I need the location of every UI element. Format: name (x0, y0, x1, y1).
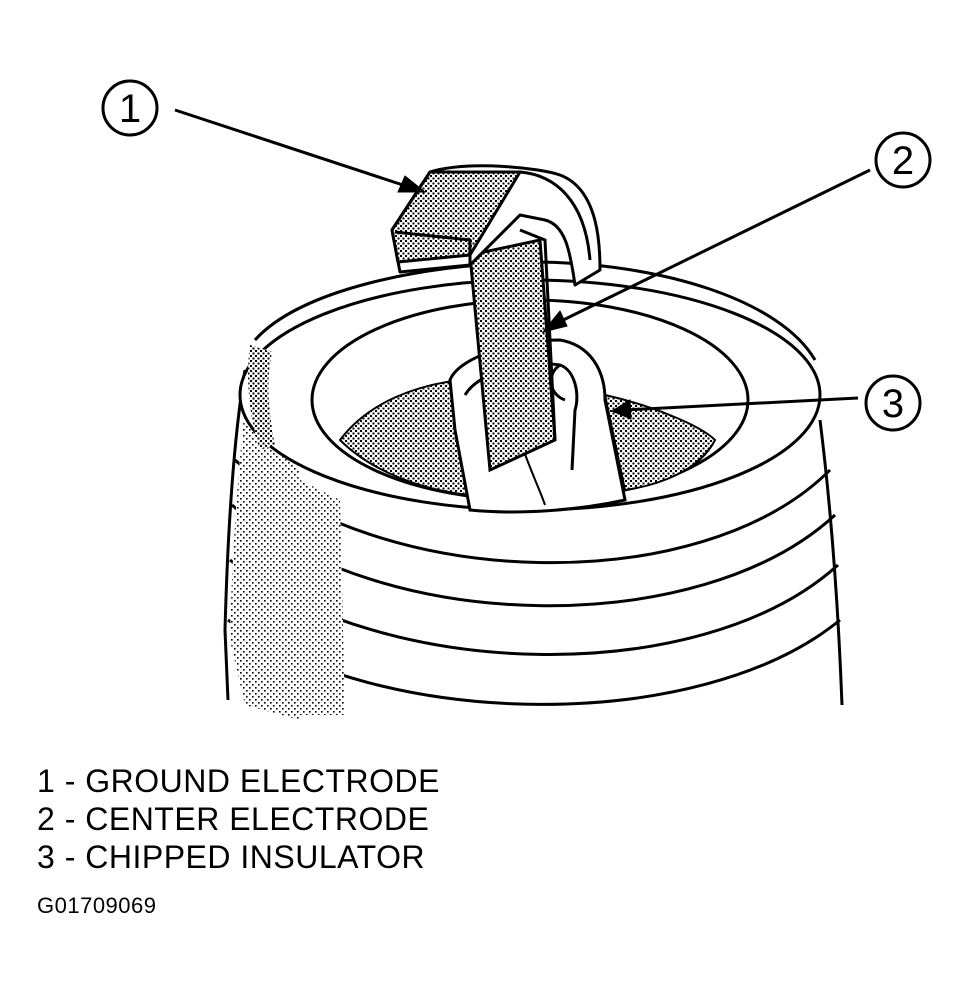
legend-item-chipped-insulator: 3 - CHIPPED INSULATOR (37, 839, 426, 875)
ground-electrode (390, 164, 602, 287)
callout-number-1: 1 (119, 87, 141, 131)
callout-number-2: 2 (892, 139, 914, 183)
arrowhead-3 (610, 399, 632, 420)
shell-shading (230, 380, 300, 720)
legend-item-center-electrode: 2 - CENTER ELECTRODE (37, 801, 430, 837)
legend: 1 - GROUND ELECTRODE 2 - CENTER ELECTROD… (37, 762, 440, 876)
leader-line-3 (624, 396, 859, 412)
leader-lines (174, 108, 871, 412)
callout-circle-1 (101, 79, 159, 137)
insulator-cavity-right (603, 393, 717, 492)
callout-1: 1 (101, 79, 159, 137)
shell-shading-stripe (300, 480, 345, 715)
arrowhead-2 (541, 310, 568, 333)
callout-number-3: 3 (882, 382, 904, 426)
spark-plug-diagram: 1 2 3 (101, 79, 932, 720)
leader-arrowheads (397, 175, 632, 420)
leader-line-1 (174, 108, 413, 190)
callout-circle-2 (874, 131, 932, 189)
callout-2: 2 (874, 131, 932, 189)
rim-edge-shading (248, 345, 275, 450)
arrowhead-1 (397, 175, 427, 193)
figure-id: G01709069 (37, 893, 157, 918)
legend-item-ground-electrode: 1 - GROUND ELECTRODE (37, 763, 440, 799)
center-electrode (468, 228, 557, 473)
callout-3: 3 (864, 374, 922, 432)
leader-line-2 (552, 168, 871, 327)
callout-circle-3 (864, 374, 922, 432)
